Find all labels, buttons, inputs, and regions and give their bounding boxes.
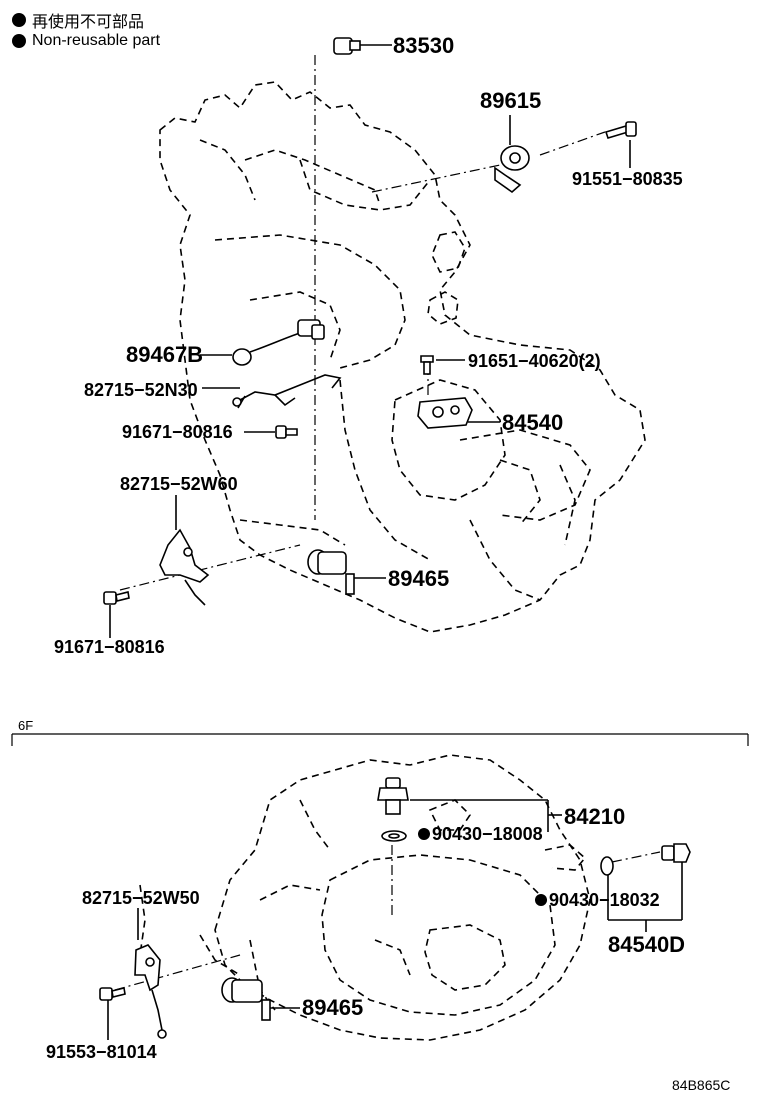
part-89465-lower-label[interactable]: 89465 — [302, 995, 363, 1020]
bolt-91551-80835-icon[interactable] — [604, 121, 637, 139]
section-label-6f: 6F — [18, 718, 33, 733]
bracket-82715-52n30-icon[interactable] — [232, 374, 342, 409]
legend-non-reusable-jp: 再使用不可部品 — [12, 8, 144, 32]
part-82715-52w60-label[interactable]: 82715−52W60 — [120, 474, 238, 494]
part-89467b-label[interactable]: 89467B — [126, 342, 203, 367]
part-91671-80816-b-label[interactable]: 91671−80816 — [54, 637, 165, 657]
legend-non-reusable-en: Non-reusable part — [12, 32, 160, 50]
sensor-89465-icon[interactable] — [307, 549, 355, 595]
part-91553-81014-label[interactable]: 91553−81014 — [46, 1042, 157, 1062]
sensor-89465-lower-icon[interactable] — [221, 977, 271, 1021]
part-82715-52w50-label[interactable]: 82715−52W50 — [82, 888, 200, 908]
sensor-84540-icon[interactable] — [417, 397, 473, 429]
gasket-90430-18032-icon[interactable] — [600, 856, 614, 876]
sensor-83530-icon[interactable] — [333, 37, 361, 55]
lower-leader-lines — [107, 799, 683, 1040]
part-84210-label[interactable]: 84210 — [564, 804, 625, 829]
upper-leader-lines — [109, 44, 631, 638]
legend-label-jp: 再使用不可部品 — [32, 14, 145, 31]
part-91551-80835-label[interactable]: 91551−80835 — [572, 169, 683, 189]
part-84540d-label[interactable]: 84540D — [608, 932, 685, 957]
part-89465-label[interactable]: 89465 — [388, 566, 449, 591]
bracket-82715-52w60-icon[interactable] — [159, 528, 210, 606]
part-91651-40620-label[interactable]: 91651−40620(2) — [468, 351, 601, 371]
non-reusable-dot-icon — [418, 828, 430, 840]
part-82715-52n30-label[interactable]: 82715−52N30 — [84, 380, 198, 400]
part-84540-label[interactable]: 84540 — [502, 410, 563, 435]
part-90430-18032-label[interactable]: 90430−18032 — [549, 890, 660, 910]
section-divider — [11, 733, 749, 746]
gasket-90430-18008-icon[interactable] — [381, 830, 407, 842]
bolt-91553-81014-icon[interactable] — [99, 987, 126, 1001]
bolt-91671-80816-a-icon[interactable] — [275, 425, 298, 439]
non-reusable-dot-icon — [12, 13, 26, 27]
part-91671-80816-a-label[interactable]: 91671−80816 — [122, 422, 233, 442]
lower-transaxle-outline — [139, 754, 591, 1041]
bracket-82715-52w50-icon[interactable] — [134, 944, 167, 1039]
bolt-91671-80816-b-icon[interactable] — [103, 591, 130, 605]
diagram-code: 84B865C — [672, 1077, 730, 1093]
part-90430-18008-label[interactable]: 90430−18008 — [432, 824, 543, 844]
non-reusable-dot-icon — [12, 34, 26, 48]
sensor-89615-icon[interactable] — [494, 145, 530, 194]
wire-89467b-icon[interactable] — [232, 319, 325, 366]
non-reusable-dot-icon — [535, 894, 547, 906]
sensor-84540d-icon[interactable] — [661, 843, 691, 863]
switch-84210-icon[interactable] — [377, 777, 409, 815]
part-89615-label[interactable]: 89615 — [480, 88, 541, 113]
part-83530-label[interactable]: 83530 — [393, 33, 454, 58]
legend-label-en: Non-reusable part — [32, 32, 161, 49]
upper-engine-outline — [159, 81, 646, 633]
bolt-91651-40620-icon[interactable] — [420, 355, 434, 375]
